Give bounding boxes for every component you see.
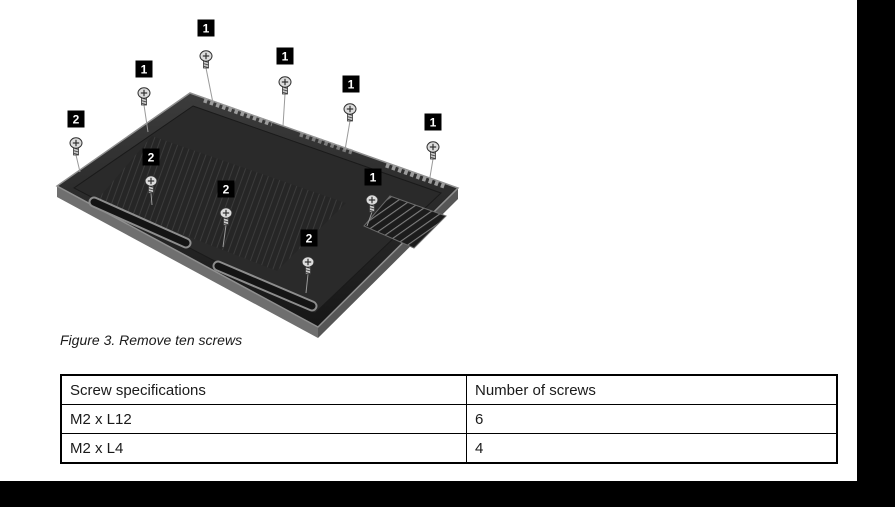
callout-label-box: [67, 110, 85, 128]
table-header-spec: Screw specifications: [60, 374, 467, 405]
screw-icon: [144, 175, 158, 194]
cell-screw-count: 6: [466, 404, 838, 434]
callout-label-text: 2: [148, 151, 155, 165]
callout-label-box: [217, 180, 235, 198]
vent-ribs: [96, 136, 346, 271]
screw-callout-1: 1: [342, 75, 360, 151]
screw-icon: [69, 137, 83, 156]
callout-label-text: 2: [73, 113, 80, 127]
callout-label-box: [424, 113, 442, 131]
screw-callout-1: 1: [135, 60, 153, 133]
speaker-grille: [363, 195, 447, 249]
rubber-foot: [214, 262, 316, 310]
callout-label-box: [135, 60, 153, 78]
chassis-side-left: [57, 186, 318, 338]
screw-icon: [426, 141, 440, 160]
callout-label-text: 1: [348, 78, 355, 92]
screw-table: Screw specifications Number of screws M2…: [60, 374, 838, 464]
screw-icon: [343, 103, 357, 122]
page-border-bottom: [0, 481, 895, 507]
vent-serration: [299, 131, 353, 155]
screw-callout-2: 2: [217, 180, 235, 248]
screw-icon: [365, 194, 379, 213]
figure-illustration: 1 1 1 1 1 1 2 2 2 2: [55, 19, 460, 338]
callout-label-text: 1: [430, 116, 437, 130]
vent-serration: [385, 162, 448, 190]
screw-callout-1: 1: [197, 19, 215, 104]
cell-screw-spec: M2 x L4: [60, 433, 467, 464]
callout-label-text: 2: [306, 232, 313, 246]
cell-screw-spec: M2 x L12: [60, 404, 467, 434]
callout-label-box: [364, 168, 382, 186]
table-header-row: Screw specifications Number of screws: [60, 374, 838, 405]
callout-label-box: [197, 19, 215, 37]
callout-label-box: [142, 148, 160, 166]
vent-serration: [203, 97, 273, 127]
screw-icon: [301, 256, 315, 275]
laptop-bottom-cover: [55, 92, 460, 338]
callout-label-box: [342, 75, 360, 93]
callout-label-text: 1: [370, 171, 377, 185]
screw-callout-2: 2: [67, 110, 85, 173]
screw-callout-2: 2: [142, 148, 160, 206]
screw-callout-2: 2: [300, 229, 318, 294]
callout-label-text: 1: [141, 63, 148, 77]
screw-callout-1: 1: [424, 113, 442, 184]
callout-label-text: 1: [203, 22, 210, 36]
screw-icon: [199, 50, 213, 69]
screw-callout-1: 1: [364, 168, 382, 227]
screw-callout-1: 1: [276, 47, 294, 127]
screw-icon: [278, 76, 292, 95]
screw-icon: [219, 207, 233, 226]
callout-label-text: 1: [282, 50, 289, 64]
cell-screw-count: 4: [466, 433, 838, 464]
callout-label-text: 2: [223, 183, 230, 197]
table-header-count: Number of screws: [466, 374, 838, 405]
rubber-foot: [90, 198, 190, 247]
callout-label-box: [276, 47, 294, 65]
screw-icon: [137, 87, 151, 106]
page-border-right: [857, 0, 895, 507]
figure-caption: Figure 3. Remove ten screws: [60, 332, 243, 348]
callout-label-box: [300, 229, 318, 247]
